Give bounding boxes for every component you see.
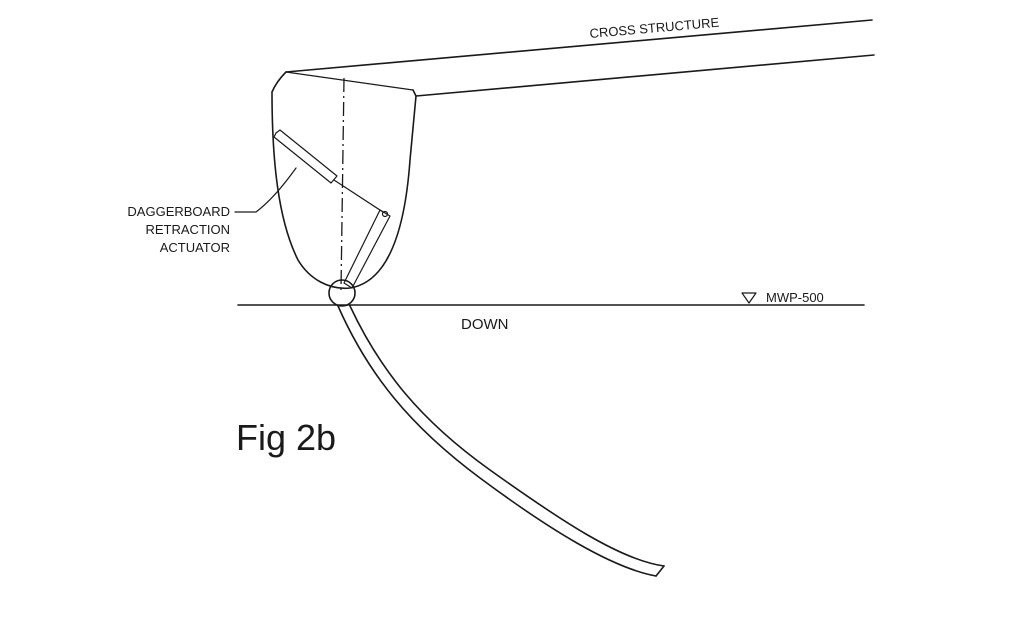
waterline-marker-icon [741, 292, 757, 304]
actuator-label-line3: ACTUATOR [160, 240, 230, 255]
daggerboard-edge-inner [337, 305, 657, 577]
daggerboard-edge-outer [349, 305, 665, 567]
actuator-end-pin [381, 210, 389, 218]
actuator-callout: DAGGERBOARD RETRACTION ACTUATOR [127, 167, 297, 255]
cross-structure-bottom-edge [415, 54, 875, 97]
waterline: MWP-500 [237, 290, 865, 306]
daggerboard [328, 279, 665, 577]
actuator-leader-line [234, 167, 297, 213]
waterline-label: MWP-500 [766, 290, 824, 305]
actuator-rod [333, 179, 384, 213]
retraction-actuator [273, 129, 391, 289]
hull-centerline [340, 77, 345, 291]
actuator-label-line1: DAGGERBOARD [127, 204, 230, 219]
hull-outline [271, 71, 417, 290]
daggerboard-tip [655, 565, 665, 577]
direction-label: DOWN [461, 316, 509, 333]
cross-structure-label: CROSS STRUCTURE [589, 15, 720, 41]
cross-structure [285, 19, 875, 97]
hull-deck-line [285, 71, 414, 91]
actuator-arm [343, 209, 391, 289]
actuator-cylinder [273, 129, 338, 184]
cross-structure-top-edge [285, 19, 873, 73]
hull-section [271, 71, 417, 291]
actuator-label-line2: RETRACTION [146, 222, 231, 237]
daggerboard-pivot [328, 279, 356, 307]
figure-title: Fig 2b [236, 417, 336, 458]
